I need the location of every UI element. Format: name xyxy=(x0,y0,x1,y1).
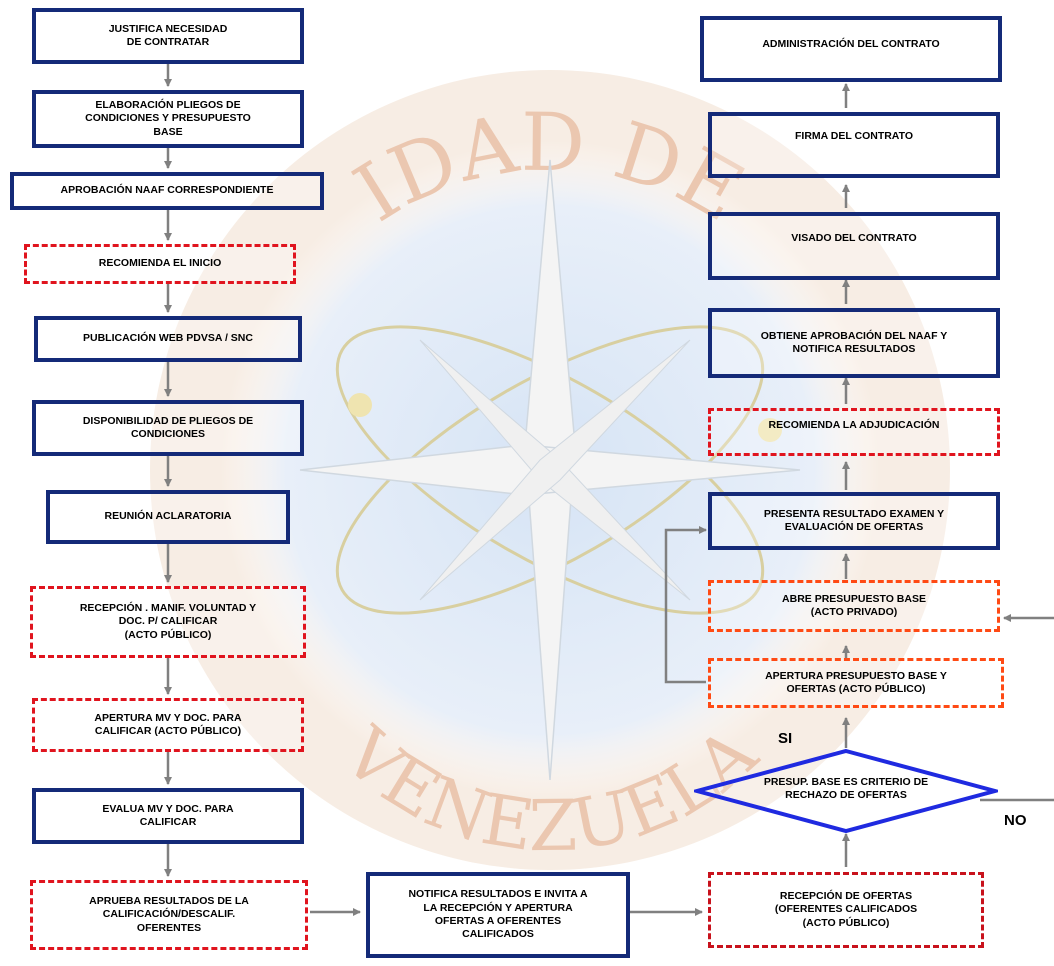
step-firma-contrato: FIRMA DEL CONTRATO xyxy=(708,112,1000,178)
step-aprobacion-naaf: APROBACIÓN NAAF CORRESPONDIENTE xyxy=(10,172,324,210)
decision-presup-base-criterio: PRESUP. BASE ES CRITERIO DE RECHAZO DE O… xyxy=(763,776,929,802)
step-justifica-necesidad: JUSTIFICA NECESIDAD DE CONTRATAR xyxy=(32,8,304,64)
step-recomienda-adjudicacion: RECOMIENDA LA ADJUDICACIÓN xyxy=(708,408,1000,456)
step-elaboracion-pliegos: ELABORACIÓN PLIEGOS DE CONDICIONES Y PRE… xyxy=(32,90,304,148)
decision-diamond xyxy=(694,748,998,834)
step-visado-contrato: VISADO DEL CONTRATO xyxy=(708,212,1000,280)
step-notifica-resultados: NOTIFICA RESULTADOS E INVITA A LA RECEPC… xyxy=(366,872,630,958)
step-disponibilidad-pliegos: DISPONIBILIDAD DE PLIEGOS DE CONDICIONES xyxy=(32,400,304,456)
step-recepcion-manif-voluntad: RECEPCIÓN . MANIF. VOLUNTAD Y DOC. P/ CA… xyxy=(30,586,306,658)
step-administracion-contrato: ADMINISTRACIÓN DEL CONTRATO xyxy=(700,16,1002,82)
branch-label-no: NO xyxy=(1004,812,1027,829)
step-evalua-mv: EVALUA MV Y DOC. PARA CALIFICAR xyxy=(32,788,304,844)
step-abre-presupuesto-base: ABRE PRESUPUESTO BASE (ACTO PRIVADO) xyxy=(708,580,1000,632)
step-recomienda-inicio: RECOMIENDA EL INICIO xyxy=(24,244,296,284)
step-publicacion-web: PUBLICACIÓN WEB PDVSA / SNC xyxy=(34,316,302,362)
step-presenta-resultado-examen: PRESENTA RESULTADO EXAMEN Y EVALUACIÓN D… xyxy=(708,492,1000,550)
step-recepcion-ofertas: RECEPCIÓN DE OFERTAS (OFERENTES CALIFICA… xyxy=(708,872,984,948)
step-reunion-aclaratoria: REUNIÓN ACLARATORIA xyxy=(46,490,290,544)
step-apertura-presupuesto-base: APERTURA PRESUPUESTO BASE Y OFERTAS (ACT… xyxy=(708,658,1004,708)
step-obtiene-aprobacion-naaf: OBTIENE APROBACIÓN DEL NAAF Y NOTIFICA R… xyxy=(708,308,1000,378)
branch-label-si: SI xyxy=(778,730,793,747)
step-aprueba-resultados: APRUEBA RESULTADOS DE LA CALIFICACIÓN/DE… xyxy=(30,880,308,950)
step-apertura-mv: APERTURA MV Y DOC. PARA CALIFICAR (ACTO … xyxy=(32,698,304,752)
